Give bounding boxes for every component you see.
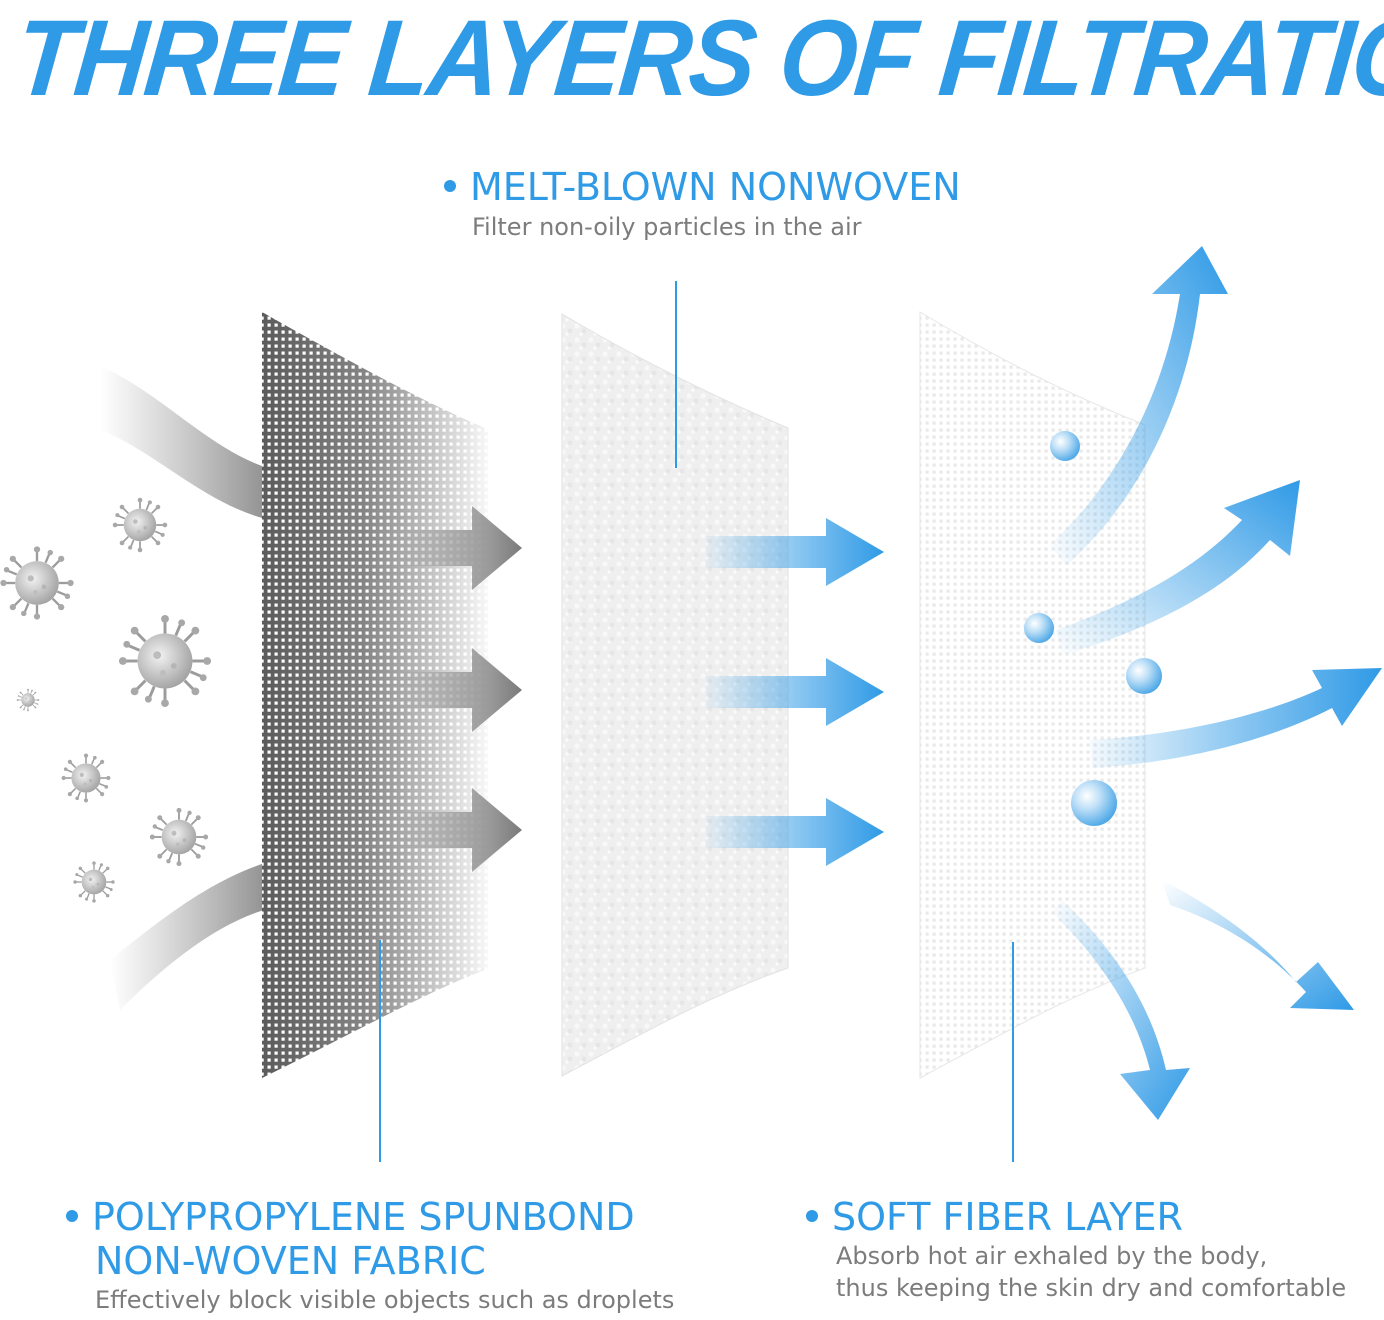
soft-fiber-heading: SOFT FIBER LAYER [806,1196,1183,1238]
arrow-icon [1052,900,1190,1120]
virus-icon [72,860,116,904]
soft-fiber-description-line-2: thus keeping the skin dry and comfortabl… [836,1274,1347,1302]
spunbond-description: Effectively block visible objects such a… [95,1286,675,1314]
arrow-icon [1090,668,1382,768]
arrow-icon [1050,246,1228,566]
virus-icon [16,688,40,712]
incoming-airflow-curve-bottom [110,862,268,1010]
spunbond-layer [262,312,488,1078]
arrow-icon [398,648,522,732]
spunbond-heading-line-2: NON-WOVEN FABRIC [95,1239,486,1283]
droplet-icon [1071,780,1117,826]
melt-blown-description: Filter non-oily particles in the air [472,213,862,241]
bullet-icon [444,179,456,192]
virus-icon [60,752,112,804]
virus-icon [0,545,75,621]
soft-fiber-description-line-1: Absorb hot air exhaled by the body, [836,1242,1268,1270]
arrow-icon [398,506,522,590]
spunbond-heading: POLYPROPYLENE SPUNBOND [66,1196,635,1238]
arrow-icon [1056,480,1300,656]
arrow-icon [706,658,884,726]
virus-icon [111,496,169,554]
droplet-icon [1126,658,1162,694]
virus-icon [148,806,210,868]
arrow-icon [398,788,522,872]
arrow-icon [1162,880,1354,1010]
virus-icon [117,613,213,709]
arrow-icon [706,518,884,586]
melt-blown-layer [561,313,789,1077]
incoming-airflow-curve-top [100,366,268,518]
arrow-icon [706,798,884,866]
melt-blown-heading: MELT-BLOWN NONWOVEN [444,166,961,208]
bullet-icon [806,1209,818,1222]
droplet-icon [1024,613,1054,643]
droplet-icon [1050,431,1080,461]
bullet-icon [66,1209,78,1222]
